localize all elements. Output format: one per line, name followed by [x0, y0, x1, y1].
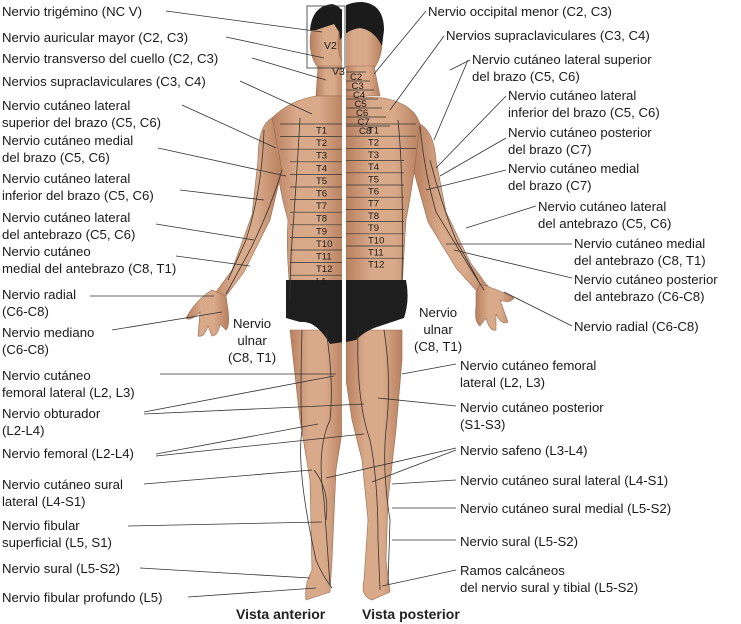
anterior-dermatome-t3: T3: [316, 151, 327, 162]
posterior-dermatome-t8: T8: [368, 211, 379, 222]
anterior-body: [185, 9, 351, 601]
label-femoral-posterior: Nervio cutáneo posterior(S1-S3): [460, 400, 604, 432]
anterior-dermatome-t5: T5: [316, 176, 327, 187]
posterior-dermatome-c5: C5: [355, 99, 367, 110]
label-radial-left: Nervio radial(C6-C8): [2, 287, 77, 319]
anterior-dermatome-t9: T9: [316, 226, 327, 237]
anterior-dermatome-t4: T4: [316, 163, 327, 174]
anterior-dermatome-t12: T12: [316, 264, 332, 275]
anterior-dermatome-t2: T2: [316, 138, 327, 149]
face-box: [306, 5, 346, 69]
posterior-dermatome-t4: T4: [368, 162, 379, 173]
limb-boundaries: [225, 117, 485, 591]
leader-lines: [90, 10, 573, 598]
posterior-dermatome-c4: C4: [353, 90, 365, 101]
posterior-dermatome-t11: T11: [368, 248, 384, 259]
posterior-dermatome-t10: T10: [368, 235, 384, 246]
posterior-shorts: [346, 280, 408, 342]
posterior-hair: [338, 2, 384, 46]
label-supraclaviculares-right: Nervios supraclaviculares (C3, C4): [446, 28, 650, 43]
label-supraclaviculares-left: Nervios supraclaviculares (C3, C4): [2, 74, 206, 89]
posterior-dermatome-t2: T2: [368, 138, 379, 149]
posterior-dermatome-t12: T12: [368, 260, 384, 271]
label-sural-lat-right: Nervio cutáneo sural lateral (L4-S1): [460, 473, 669, 488]
anterior-dermatome-t1: T1: [316, 126, 327, 137]
label-sural-medial: Nervio cutáneo sural medial (L5-S2): [460, 501, 672, 516]
posterior-dermatome-c6: C6: [356, 108, 368, 119]
dermatome-bands: [280, 71, 416, 276]
label-radial-right: Nervio radial (C6-C8): [574, 319, 699, 334]
anterior-dermatome-t7: T7: [316, 201, 327, 212]
face-v2: V2: [324, 40, 337, 52]
label-mediano: Nervio mediano(C6-C8): [2, 325, 95, 357]
anterior-hair: [310, 4, 344, 40]
posterior-dermatome-c2: C2: [350, 72, 362, 83]
label-safeno: Nervio safeno (L3-L4): [460, 443, 588, 458]
face-v3: V3: [332, 66, 345, 78]
face-v1: V1: [328, 16, 341, 28]
caption-posterior: Vista posterior: [362, 606, 460, 622]
posterior-dermatome-t7: T7: [368, 199, 379, 210]
anterior-dermatome-t11: T11: [316, 252, 332, 263]
posterior-dermatome-t5: T5: [368, 174, 379, 185]
label-fibular-profundo: Nervio fibular profundo (L5): [2, 590, 163, 605]
posterior-dermatome-t6: T6: [368, 187, 379, 198]
anterior-dermatome-l1: L1: [316, 277, 327, 288]
label-femoral: Nervio femoral (L2-L4): [2, 446, 134, 461]
label-transverso: Nervio transverso del cuello (C2, C3): [2, 51, 219, 66]
dermatome-labels: T1T2T3T4T5T6T7T8T9T10T11T12L1C2C3C4C5C6C…: [316, 72, 384, 288]
posterior-dermatome-t9: T9: [368, 223, 379, 234]
anterior-dermatome-t6: T6: [316, 189, 327, 200]
posterior-dermatome-c3: C3: [352, 81, 364, 92]
posterior-dermatome-c8: C8: [359, 126, 371, 137]
label-obturador: Nervio obturador(L2-L4): [2, 406, 101, 438]
posterior-dermatome-t1: T1: [368, 126, 379, 137]
caption-anterior: Vista anterior: [236, 606, 326, 622]
anterior-shorts: [286, 280, 344, 344]
posterior-dermatome-c7: C7: [358, 117, 370, 128]
label-sural-left: Nervio sural (L5-S2): [2, 561, 120, 576]
label-occipital: Nervio occipital menor (C2, C3): [428, 4, 612, 19]
view-divider: [342, 0, 346, 610]
anterior-dermatome-t10: T10: [316, 239, 332, 250]
posterior-dermatome-t3: T3: [368, 150, 379, 161]
label-auricular: Nervio auricular mayor (C2, C3): [2, 30, 189, 45]
label-trigemino: Nervio trigémino (NC V): [2, 4, 142, 19]
label-sural-right: Nervio sural (L5-S2): [460, 534, 578, 549]
anterior-dermatome-t8: T8: [316, 214, 327, 225]
